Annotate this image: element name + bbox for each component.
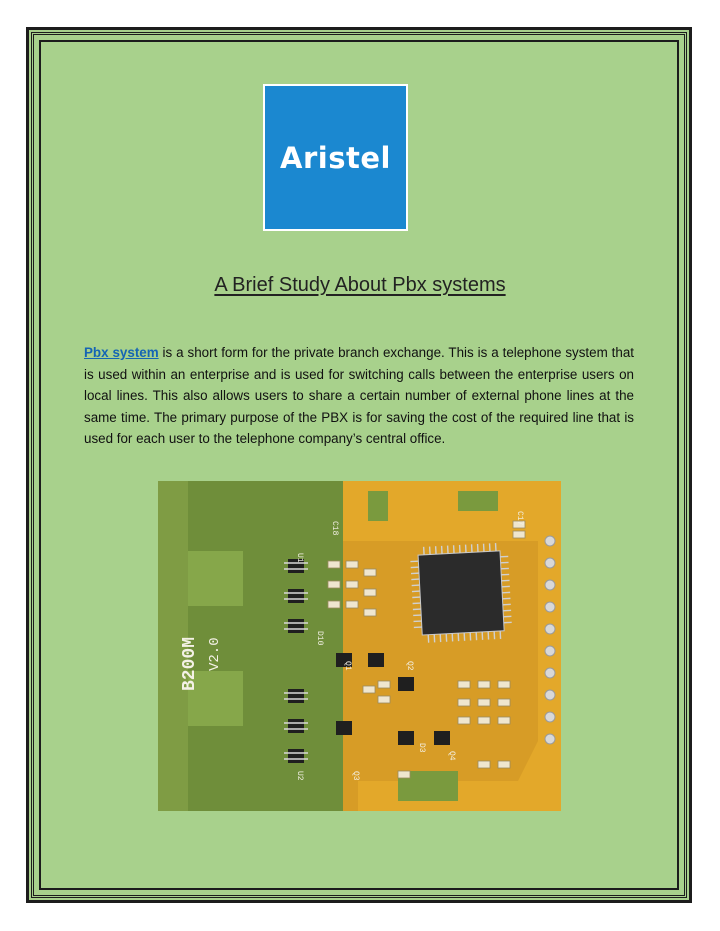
inner-border [39,40,679,890]
label-u1: U1 [295,553,304,563]
body-paragraph: Pbx system is a short form for the priva… [84,342,634,450]
main-chip [417,550,505,636]
board-label: B200M [180,637,200,691]
pcb-photo: U1 U2 C17 C18 Q1 Q2 Q3 Q4 D3 D10 B200M V… [158,481,561,811]
label-c17: C17 [515,511,524,526]
label-q3: Q3 [351,771,360,781]
label-u2: U2 [295,771,304,781]
label-q2: Q2 [405,661,414,671]
label-d3: D3 [417,743,426,753]
page-title: A Brief Study About Pbx systems [0,274,720,297]
pcb-green-area [158,481,343,811]
label-q4: Q4 [447,751,456,761]
label-c18: C18 [330,521,339,536]
label-d10: D10 [315,631,324,646]
page-title-text: A Brief Study About Pbx systems [214,274,506,296]
label-q1: Q1 [343,661,352,671]
logo-text: Aristel [280,140,391,175]
pbx-system-link[interactable]: Pbx system [84,345,159,360]
pcb-illustration: U1 U2 C17 C18 Q1 Q2 Q3 Q4 D3 D10 B200M V… [158,481,561,811]
passive-components [327,520,526,779]
board-version: V2.0 [207,637,223,671]
body-text: is a short form for the private branch e… [84,345,635,446]
aristel-logo: Aristel [263,84,408,231]
